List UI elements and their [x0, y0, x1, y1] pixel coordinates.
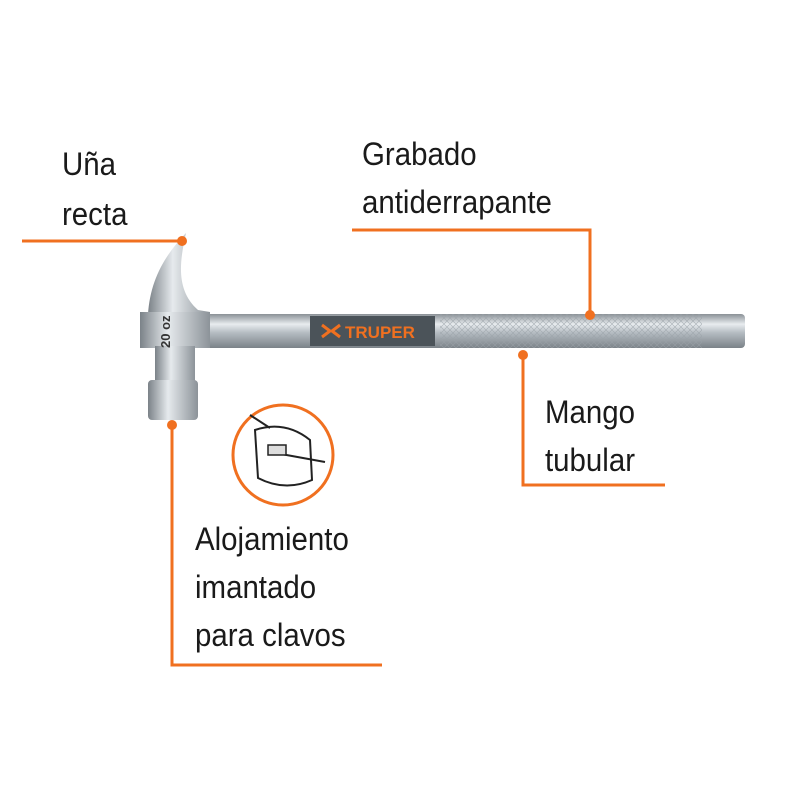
callout-magnet-line2: imantado: [195, 569, 317, 605]
hammer-face: [148, 380, 198, 420]
callout-claw-line1: Uña: [62, 146, 117, 182]
callout-grip-line2: antiderrapante: [362, 184, 552, 220]
callout-magnet-line1: Alojamiento: [195, 521, 349, 557]
brand-logo: TRUPER: [345, 323, 415, 342]
magnet-slot-detail-icon: [231, 403, 335, 507]
callout-lines: [22, 228, 665, 667]
callout-claw-line2: recta: [62, 196, 128, 232]
grip-knurling: [440, 314, 702, 348]
hammer-neck: [155, 346, 195, 386]
callout-grip-line1: Grabado: [362, 136, 477, 172]
callout-dots: [167, 236, 595, 430]
callout-handle-line1: Mango: [545, 394, 636, 430]
head-marking: 20 oz: [158, 315, 173, 348]
callout-handle-line2: tubular: [545, 442, 636, 478]
callout-magnet-line3: para clavos: [195, 617, 346, 653]
